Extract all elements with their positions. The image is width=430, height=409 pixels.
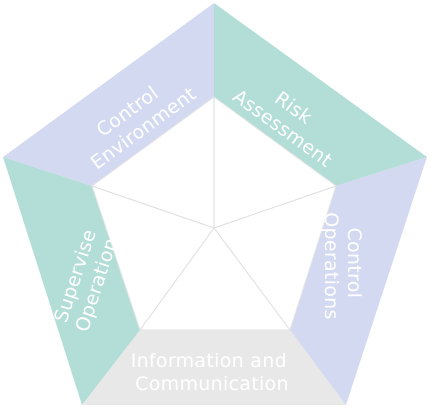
spoke-bottom-right xyxy=(213,227,291,331)
segment-risk-assessment xyxy=(214,3,427,186)
segment-supervise-operations xyxy=(3,157,140,405)
label-line: Information and xyxy=(131,350,287,372)
segment-control-environment xyxy=(3,3,214,186)
label-line: Control xyxy=(343,227,365,298)
spoke-bottom-left xyxy=(139,227,215,331)
segment-control-operations xyxy=(290,157,427,405)
segment-information-and-communication xyxy=(82,330,346,405)
label-information-and-communication: Information and Communication xyxy=(131,350,294,395)
label-control-operations: Control Operations xyxy=(320,212,365,319)
spoke-left xyxy=(91,185,215,229)
spoke-right xyxy=(213,185,337,229)
label-line: Operations xyxy=(320,212,342,319)
label-line: Communication xyxy=(135,373,289,395)
inner-pentagon-outline xyxy=(91,96,337,331)
